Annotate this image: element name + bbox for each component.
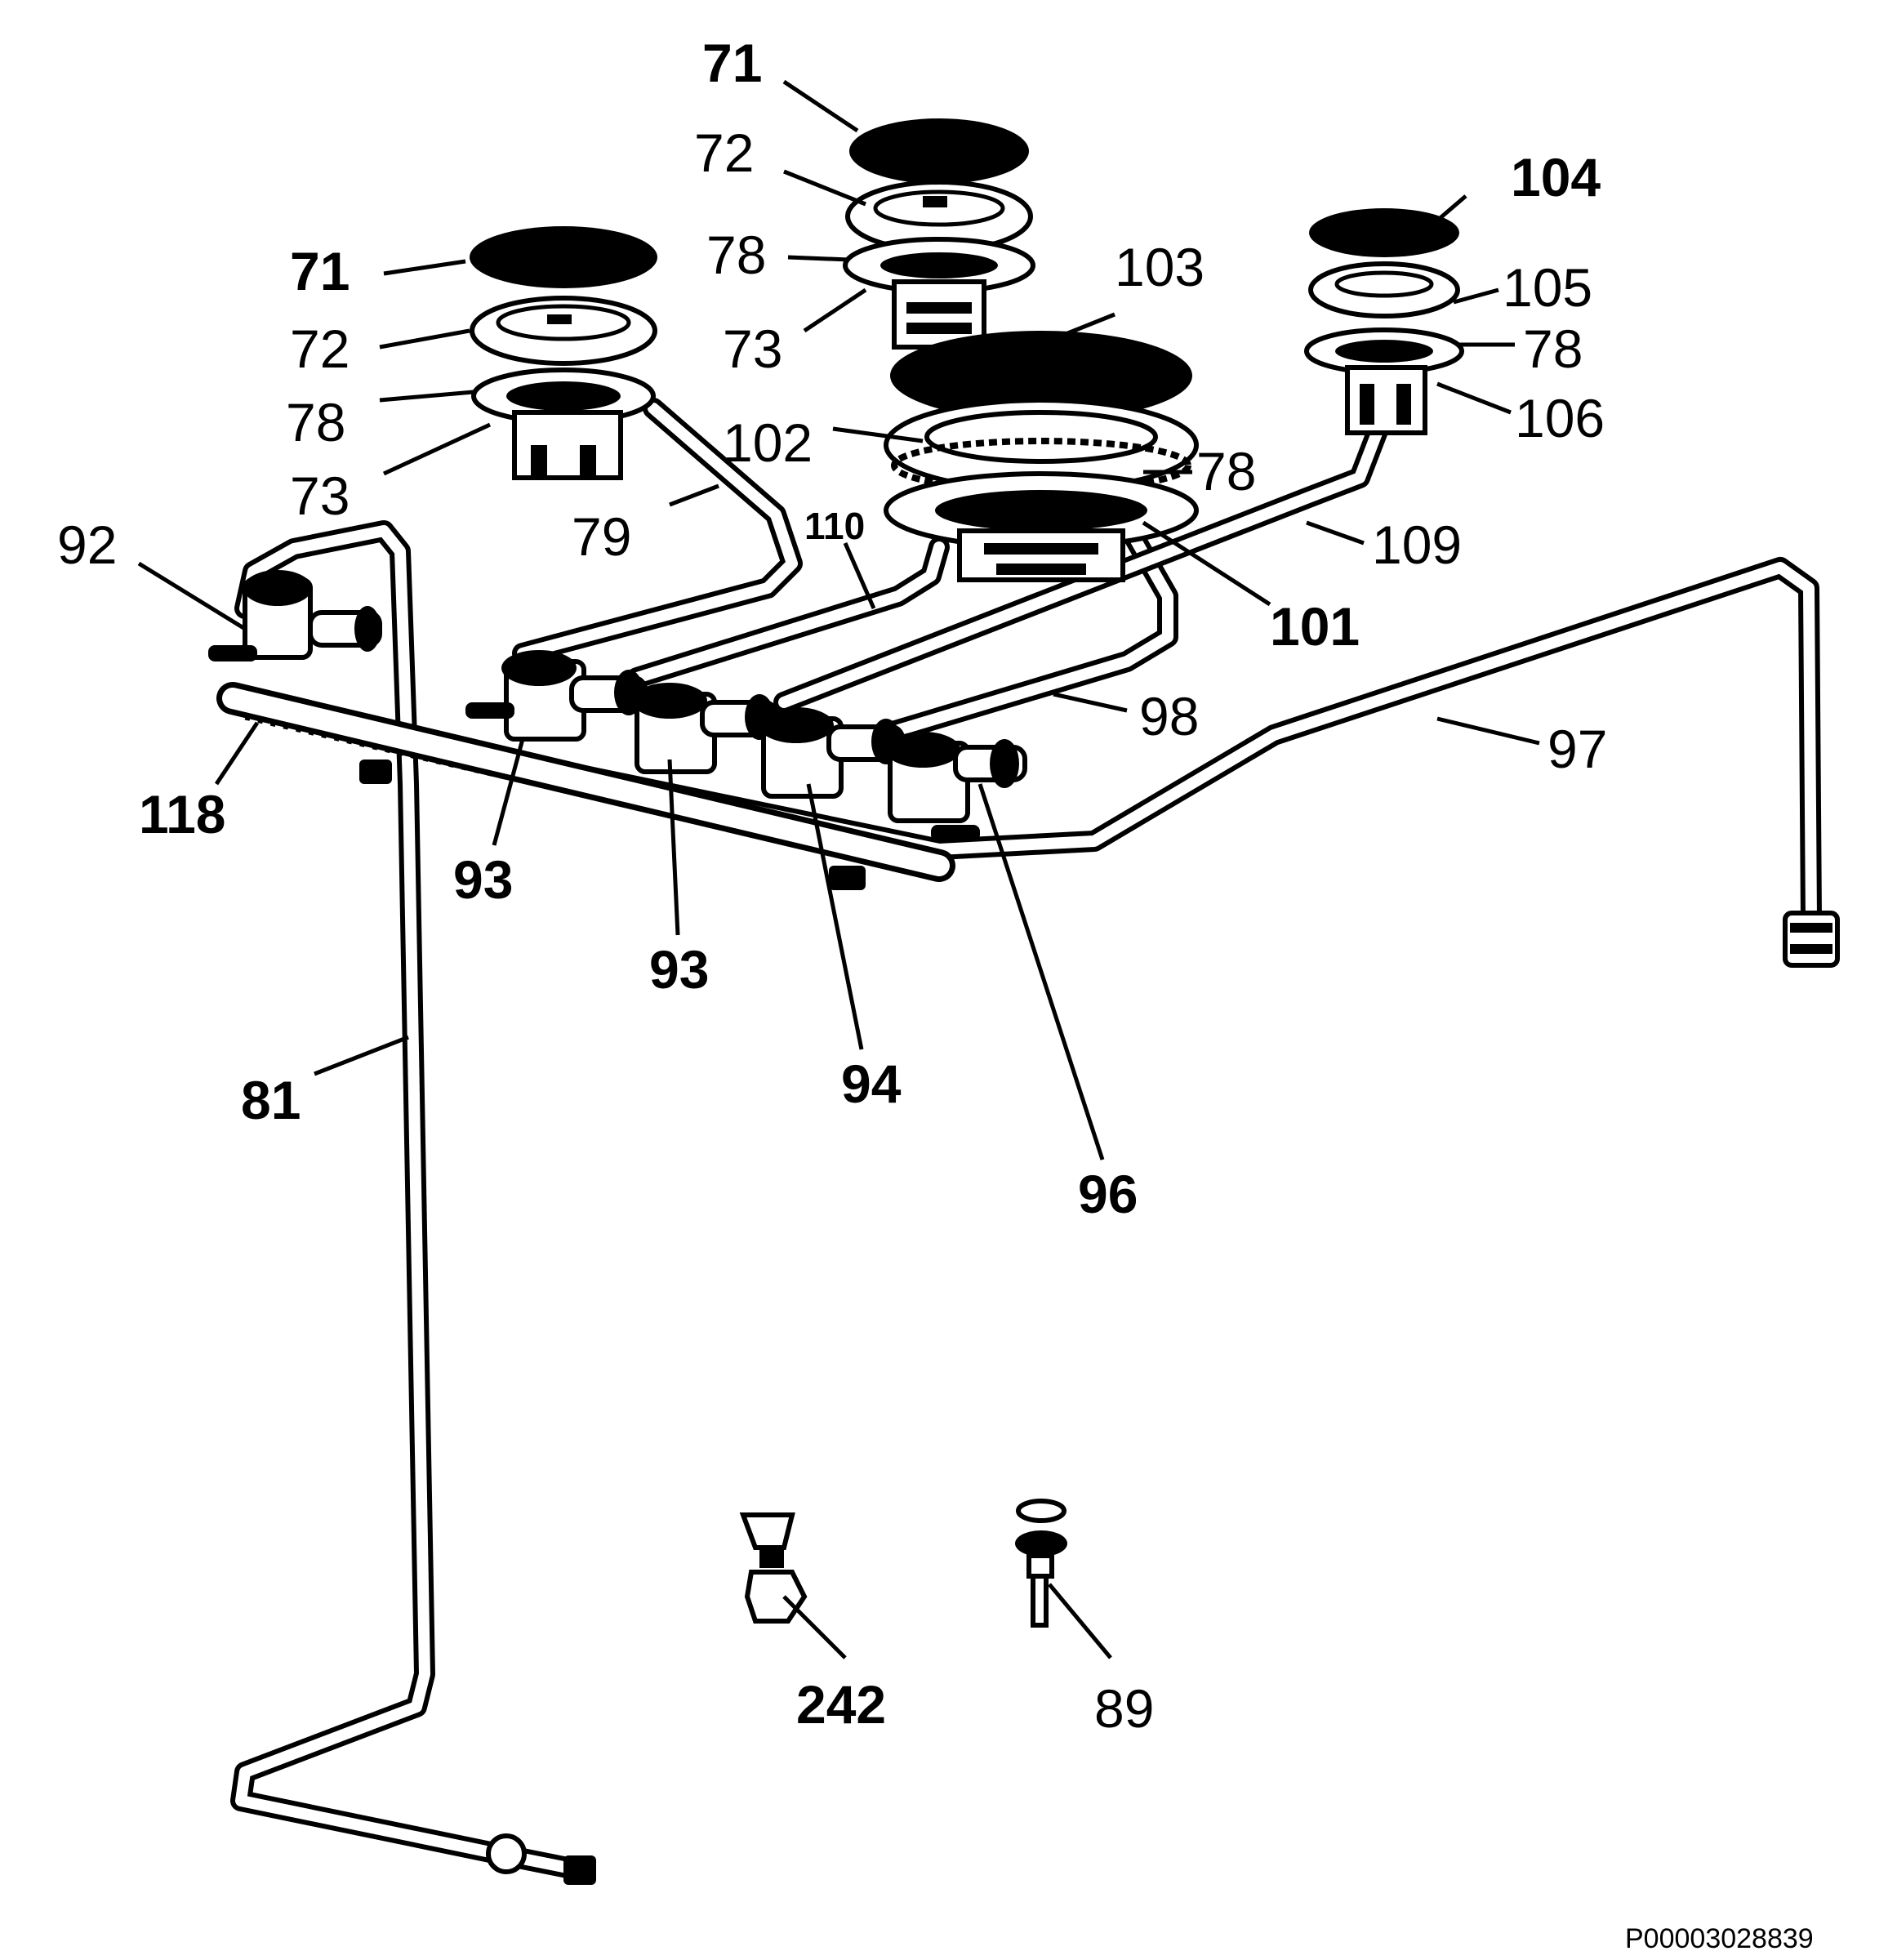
leader-118 xyxy=(214,721,260,786)
leader-98 xyxy=(1053,692,1128,713)
burner-center-top xyxy=(843,118,1035,350)
leader-109 xyxy=(1306,520,1365,546)
gas-taps xyxy=(208,570,1027,890)
leader-78-left xyxy=(379,390,474,403)
leader-89 xyxy=(1048,1583,1112,1659)
tap-94 xyxy=(759,707,905,799)
tap-93-right xyxy=(632,683,778,774)
leader-79 xyxy=(669,483,719,507)
callout-71-left: 71 xyxy=(290,241,350,301)
pipe-110 xyxy=(626,537,950,688)
callout-103: 103 xyxy=(1115,237,1205,297)
callout-109: 109 xyxy=(1372,514,1462,575)
leader-110 xyxy=(843,541,876,610)
leader-72-left xyxy=(379,328,470,350)
leader-242 xyxy=(782,1595,847,1659)
leader-93-right xyxy=(667,759,680,936)
callout-106: 106 xyxy=(1515,388,1605,448)
pipe-81 xyxy=(230,520,590,1881)
burner-head-72-left xyxy=(470,296,657,366)
callout-73-left: 73 xyxy=(290,466,350,526)
callout-78-right: 78 xyxy=(1523,318,1583,379)
screw-89 xyxy=(1015,1499,1067,1628)
callout-104: 104 xyxy=(1511,147,1601,207)
leader-78-center xyxy=(787,255,850,262)
pipe-79 xyxy=(512,398,803,664)
leader-73-left xyxy=(382,422,492,476)
callout-98: 98 xyxy=(1139,686,1199,746)
gas-pipes xyxy=(216,398,1840,1885)
bracket-right xyxy=(829,866,866,890)
callout-73-center: 73 xyxy=(723,318,782,379)
pipe-81-end-fitting xyxy=(486,1833,596,1885)
leader-102 xyxy=(832,426,924,443)
leader-71-left xyxy=(383,259,466,276)
leader-96 xyxy=(977,783,1105,1160)
manifold-bar-118 xyxy=(216,682,955,882)
callout-89: 89 xyxy=(1094,1678,1154,1739)
callout-labels: 71 72 78 73 71 72 78 73 103 102 78 101 1… xyxy=(57,33,1607,1739)
leader-93-left xyxy=(492,738,525,846)
leader-92 xyxy=(137,561,247,631)
burner-body-73-left xyxy=(512,410,623,480)
burner-triple-crown xyxy=(884,331,1199,582)
pipe-109 xyxy=(773,414,1391,713)
callout-93-right: 93 xyxy=(649,939,709,1000)
callout-96: 96 xyxy=(1078,1164,1138,1224)
callout-79: 79 xyxy=(572,506,631,567)
burner-cap-71-center xyxy=(849,118,1029,184)
leader-81 xyxy=(314,1035,409,1076)
tap-92 xyxy=(208,570,382,662)
injector-242 xyxy=(739,1512,808,1624)
burner-body-106 xyxy=(1345,365,1427,435)
leader-71-center xyxy=(782,79,859,133)
callout-93-left: 93 xyxy=(453,849,513,910)
callout-72-center: 72 xyxy=(694,122,754,183)
burner-cap-71-left xyxy=(470,226,657,288)
leader-lines xyxy=(137,79,1540,1659)
callout-71-center: 71 xyxy=(702,33,762,93)
burner-cap-103 xyxy=(890,331,1192,421)
leader-104 xyxy=(1436,194,1467,222)
leader-105 xyxy=(1453,287,1499,305)
callout-78-center: 78 xyxy=(706,225,766,285)
callout-110: 110 xyxy=(804,505,865,547)
callout-72-left: 72 xyxy=(290,318,350,379)
callout-78-triple: 78 xyxy=(1196,441,1256,501)
callout-101: 101 xyxy=(1270,596,1360,657)
leader-94 xyxy=(806,783,864,1050)
tap-96 xyxy=(885,732,1027,841)
pipe-97-end-fitting xyxy=(1783,911,1840,968)
tap-93-left xyxy=(465,650,648,742)
callout-78-left: 78 xyxy=(286,392,345,452)
drawing-code: P00003028839 xyxy=(1625,1923,1814,1954)
callout-105: 105 xyxy=(1503,257,1592,318)
callout-94: 94 xyxy=(841,1054,902,1114)
callout-97: 97 xyxy=(1547,719,1607,779)
leader-106 xyxy=(1436,381,1512,415)
leader-73-center xyxy=(803,287,867,333)
burner-body-73-center xyxy=(892,279,986,350)
leader-97 xyxy=(1436,716,1540,746)
burner-left xyxy=(470,226,657,480)
callout-81: 81 xyxy=(241,1070,301,1130)
pipe-98 xyxy=(871,528,1178,746)
callout-92: 92 xyxy=(57,514,117,575)
leader-72-center xyxy=(783,169,866,207)
burner-cap-104 xyxy=(1309,208,1459,257)
burner-right xyxy=(1304,208,1464,435)
callout-102: 102 xyxy=(723,412,813,473)
leader-103 xyxy=(1053,312,1115,341)
leader-101 xyxy=(1142,520,1271,607)
bracket-left xyxy=(359,760,392,784)
callout-118: 118 xyxy=(139,784,225,844)
callout-242: 242 xyxy=(796,1674,886,1735)
